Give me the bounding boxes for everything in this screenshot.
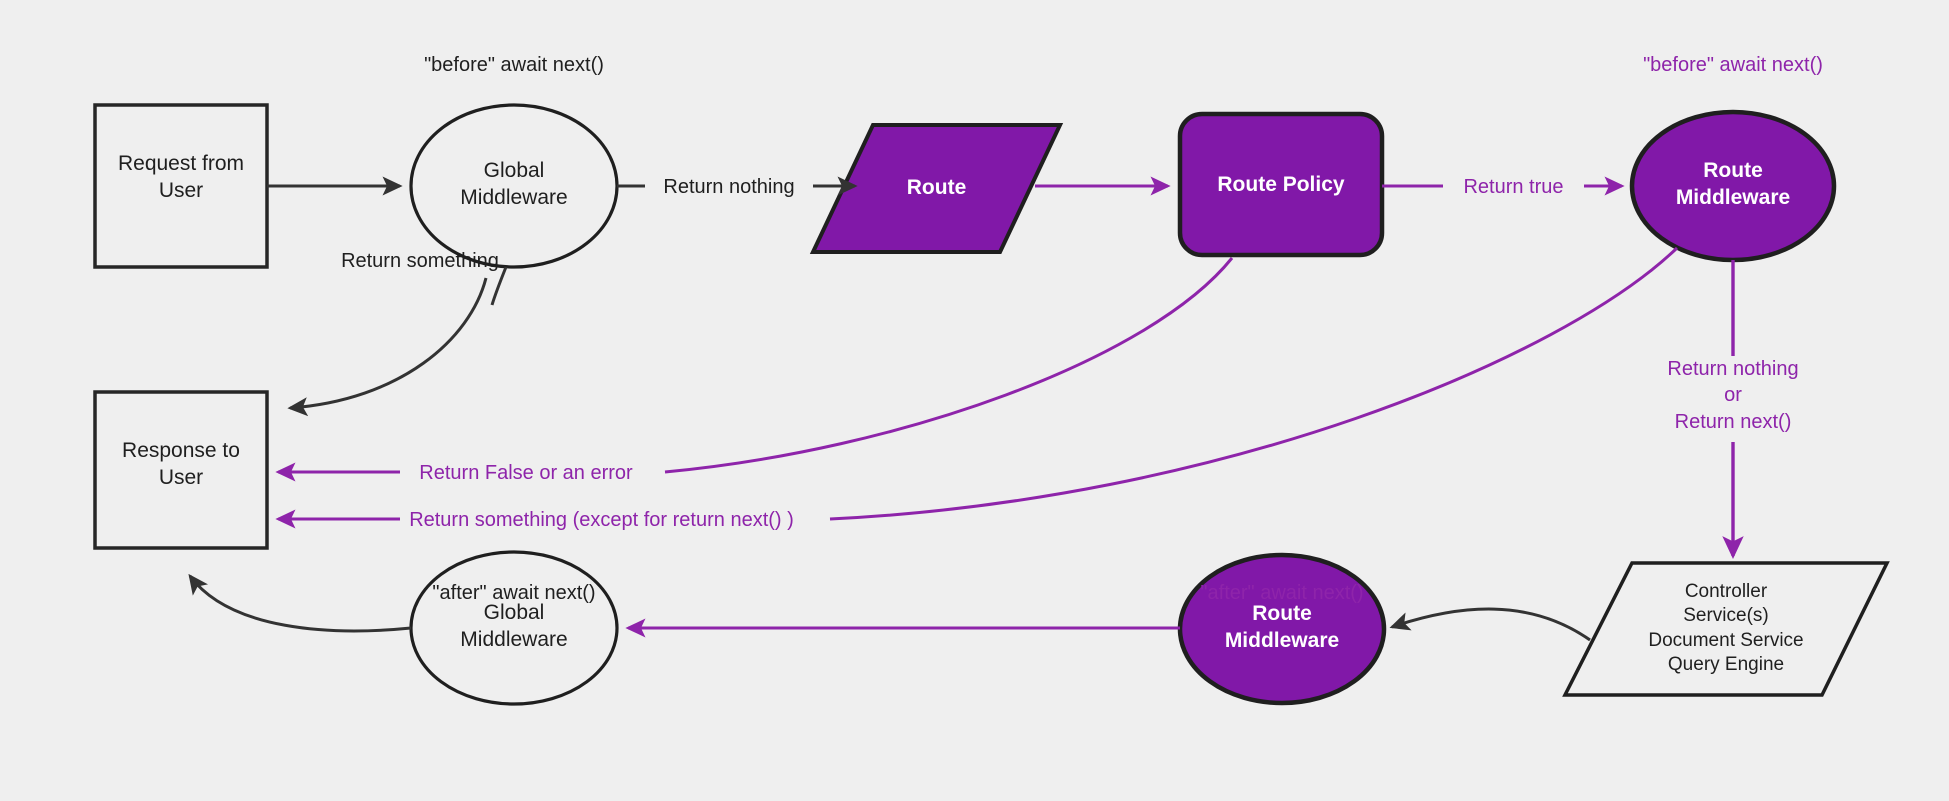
node-controller-stack[interactable] [1562, 561, 1890, 697]
node-route-middleware-before[interactable] [1629, 109, 1837, 263]
node-route-middleware-after[interactable] [1177, 552, 1387, 706]
edge-route-policy-return-false-curve [664, 257, 1234, 474]
node-request-from-user[interactable] [93, 103, 269, 269]
node-response-to-user[interactable] [93, 390, 269, 550]
edge-global-middleware-after-to-response [188, 573, 412, 633]
edge-global-middleware-return-something-lower [287, 277, 488, 417]
node-route[interactable] [809, 123, 1064, 254]
node-global-middleware-before[interactable] [409, 103, 619, 269]
node-route-policy[interactable] [1177, 111, 1385, 258]
edge-controller-to-route-middleware-after [1389, 607, 1591, 642]
node-global-middleware-after[interactable] [409, 550, 619, 706]
edge-global-middleware-return-something-upper [490, 266, 508, 306]
edge-route-middleware-return-something-curve [829, 246, 1679, 521]
